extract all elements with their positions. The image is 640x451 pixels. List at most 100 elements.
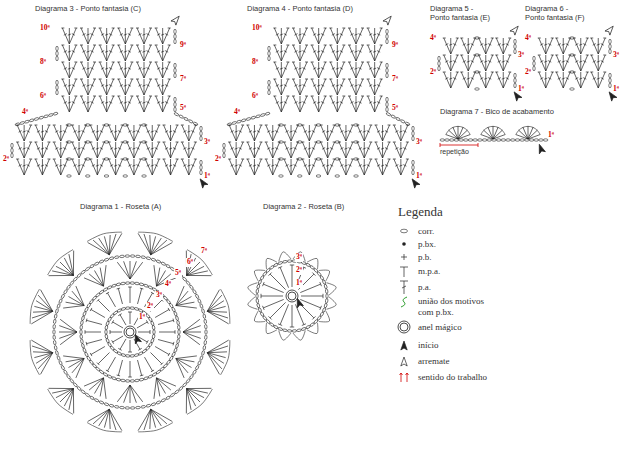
stitch-line <box>281 79 282 95</box>
stitch-line <box>346 125 353 141</box>
stitch-line <box>92 165 95 167</box>
chain-stitch <box>268 90 270 95</box>
stitch-line <box>182 142 189 158</box>
stitch-line <box>118 289 122 304</box>
stitch-line <box>369 34 372 36</box>
stitch-line <box>117 96 120 97</box>
stitch-line <box>346 159 353 175</box>
stitch-line <box>471 78 474 80</box>
stitch-line <box>292 265 293 287</box>
stitch-line <box>165 85 168 87</box>
stitch-line <box>329 96 332 97</box>
stitch-line <box>312 79 319 95</box>
stitch-line <box>45 131 48 133</box>
stitch-line <box>340 51 343 53</box>
stitch-line <box>443 72 446 73</box>
stitch-line <box>37 165 40 167</box>
stitch-line <box>128 68 131 70</box>
chain-stitch <box>473 139 478 141</box>
stitch-line <box>144 28 151 44</box>
stitch-line <box>121 125 124 126</box>
stitch-line <box>393 142 396 143</box>
stitch-line <box>367 28 370 29</box>
stitch-line <box>318 45 319 61</box>
stitch-line <box>265 142 268 143</box>
stitch-line <box>280 85 283 86</box>
stitch-line <box>76 359 84 378</box>
stitch-line <box>47 159 50 160</box>
stitch-line <box>563 38 564 54</box>
chain-stitch <box>482 139 487 141</box>
stitch-line <box>128 34 131 36</box>
stitch-line <box>106 96 107 112</box>
stitch-line <box>54 125 61 141</box>
chain-stitch <box>204 324 207 329</box>
chain-stitch <box>201 350 205 355</box>
stitch-line <box>346 142 353 158</box>
chain-loop <box>254 311 265 322</box>
stitch-line <box>207 351 227 353</box>
stitch-line <box>269 273 272 276</box>
stitch-line <box>326 148 329 149</box>
chain-stitch <box>325 298 328 303</box>
stitch-line <box>97 125 98 141</box>
chain-stitch <box>232 121 237 125</box>
stitch-line <box>128 85 131 87</box>
stitch-line <box>88 45 89 61</box>
stitch-line <box>359 165 362 167</box>
chain-stitch <box>80 325 83 330</box>
stitch-line <box>71 159 74 160</box>
stitch-line <box>275 131 278 133</box>
chain-stitch <box>306 325 311 329</box>
row-number: 9ª <box>180 41 186 50</box>
stitch-line <box>486 38 493 54</box>
stitch-line <box>443 55 446 56</box>
stitch-line <box>69 96 70 112</box>
stitch-line <box>183 332 201 333</box>
stitch-line <box>253 148 256 149</box>
row-number: 2ª <box>146 302 154 311</box>
legend-text: p.bx. <box>418 239 498 250</box>
stitch-line <box>19 148 22 150</box>
stitch-line <box>461 72 468 88</box>
stitch-line <box>308 131 311 132</box>
stitch-line <box>59 165 62 166</box>
stitch-line <box>340 148 343 150</box>
chain-stitch <box>609 83 611 88</box>
legend-text: corr. <box>418 226 498 237</box>
stitch-line <box>99 96 102 97</box>
stitch-line <box>235 148 238 149</box>
stitch-line <box>31 311 52 324</box>
row-number: 7ª <box>180 75 186 84</box>
stitch-line <box>330 131 333 133</box>
stitch-line <box>558 44 561 46</box>
stitch-line <box>35 142 42 158</box>
chain-stitch <box>110 313 115 318</box>
chain-stitch <box>61 365 65 370</box>
stitch-line <box>24 125 31 141</box>
stitch-line <box>106 79 107 95</box>
stitch-line <box>207 290 219 312</box>
stitch-line <box>120 315 126 325</box>
chain-stitch <box>143 376 148 380</box>
stitch-line <box>164 125 171 141</box>
stitch-line <box>330 165 333 167</box>
stitch-line <box>381 148 384 149</box>
stitch-line <box>356 79 363 95</box>
stitch-line <box>270 302 286 318</box>
chain-stitch <box>268 80 270 85</box>
stitch-line <box>36 353 53 364</box>
stitch-line <box>152 125 153 141</box>
stitch-line <box>97 363 100 366</box>
row-number: 10ª <box>252 24 262 33</box>
stitch-line <box>164 159 171 175</box>
stitch-line <box>235 165 238 166</box>
stitch-line <box>132 165 135 166</box>
chain-loop <box>266 258 277 269</box>
stitch-line <box>286 62 289 63</box>
row-number: 8ª <box>40 58 46 67</box>
stitch-line <box>311 45 314 46</box>
chain-stitch <box>192 370 196 375</box>
stitch-line <box>545 55 546 71</box>
stitch-line <box>453 127 458 139</box>
